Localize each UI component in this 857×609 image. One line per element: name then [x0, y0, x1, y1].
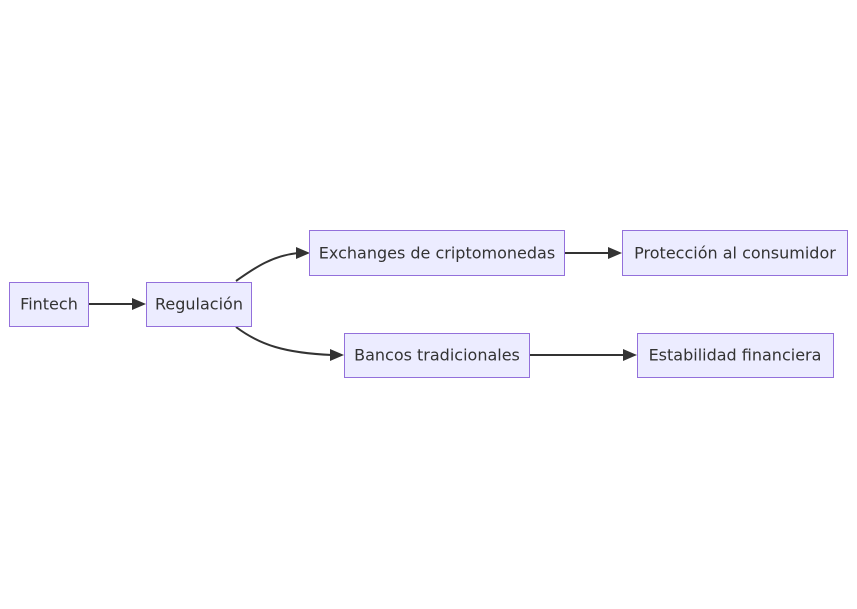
node-proteccion-label: Protección al consumidor: [634, 244, 836, 263]
node-estabilidad-box: [637, 333, 834, 378]
node-proteccion[interactable]: Protección al consumidor: [622, 230, 848, 276]
node-bancos-box: [344, 333, 530, 378]
arrowhead-bancos-to-estabilidad: [623, 349, 637, 361]
node-exchanges-label: Exchanges de criptomonedas: [319, 244, 555, 263]
node-exchanges-box: [309, 230, 565, 276]
edges: [89, 247, 637, 361]
edge-regulacion-to-bancos: [235, 326, 333, 356]
arrowhead-fintech-to-regulacion: [132, 298, 146, 310]
edge-regulacion-to-exchanges: [235, 252, 299, 282]
node-fintech-label: Fintech: [20, 295, 78, 314]
node-fintech[interactable]: Fintech: [9, 282, 89, 327]
arrowhead-regulacion-to-bancos: [330, 349, 344, 361]
arrowhead-regulacion-to-exchanges: [296, 247, 310, 259]
node-exchanges[interactable]: Exchanges de criptomonedas: [309, 230, 565, 276]
node-estabilidad-label: Estabilidad financiera: [649, 346, 822, 365]
node-regulacion-box: [146, 282, 252, 327]
node-bancos-label: Bancos tradicionales: [354, 346, 520, 365]
node-proteccion-box: [622, 230, 848, 276]
node-fintech-box: [9, 282, 89, 327]
node-estabilidad[interactable]: Estabilidad financiera: [637, 333, 834, 378]
arrowhead-exchanges-to-proteccion: [608, 247, 622, 259]
node-regulacion[interactable]: Regulación: [146, 282, 252, 327]
node-bancos[interactable]: Bancos tradicionales: [344, 333, 530, 378]
node-regulacion-label: Regulación: [155, 295, 243, 314]
